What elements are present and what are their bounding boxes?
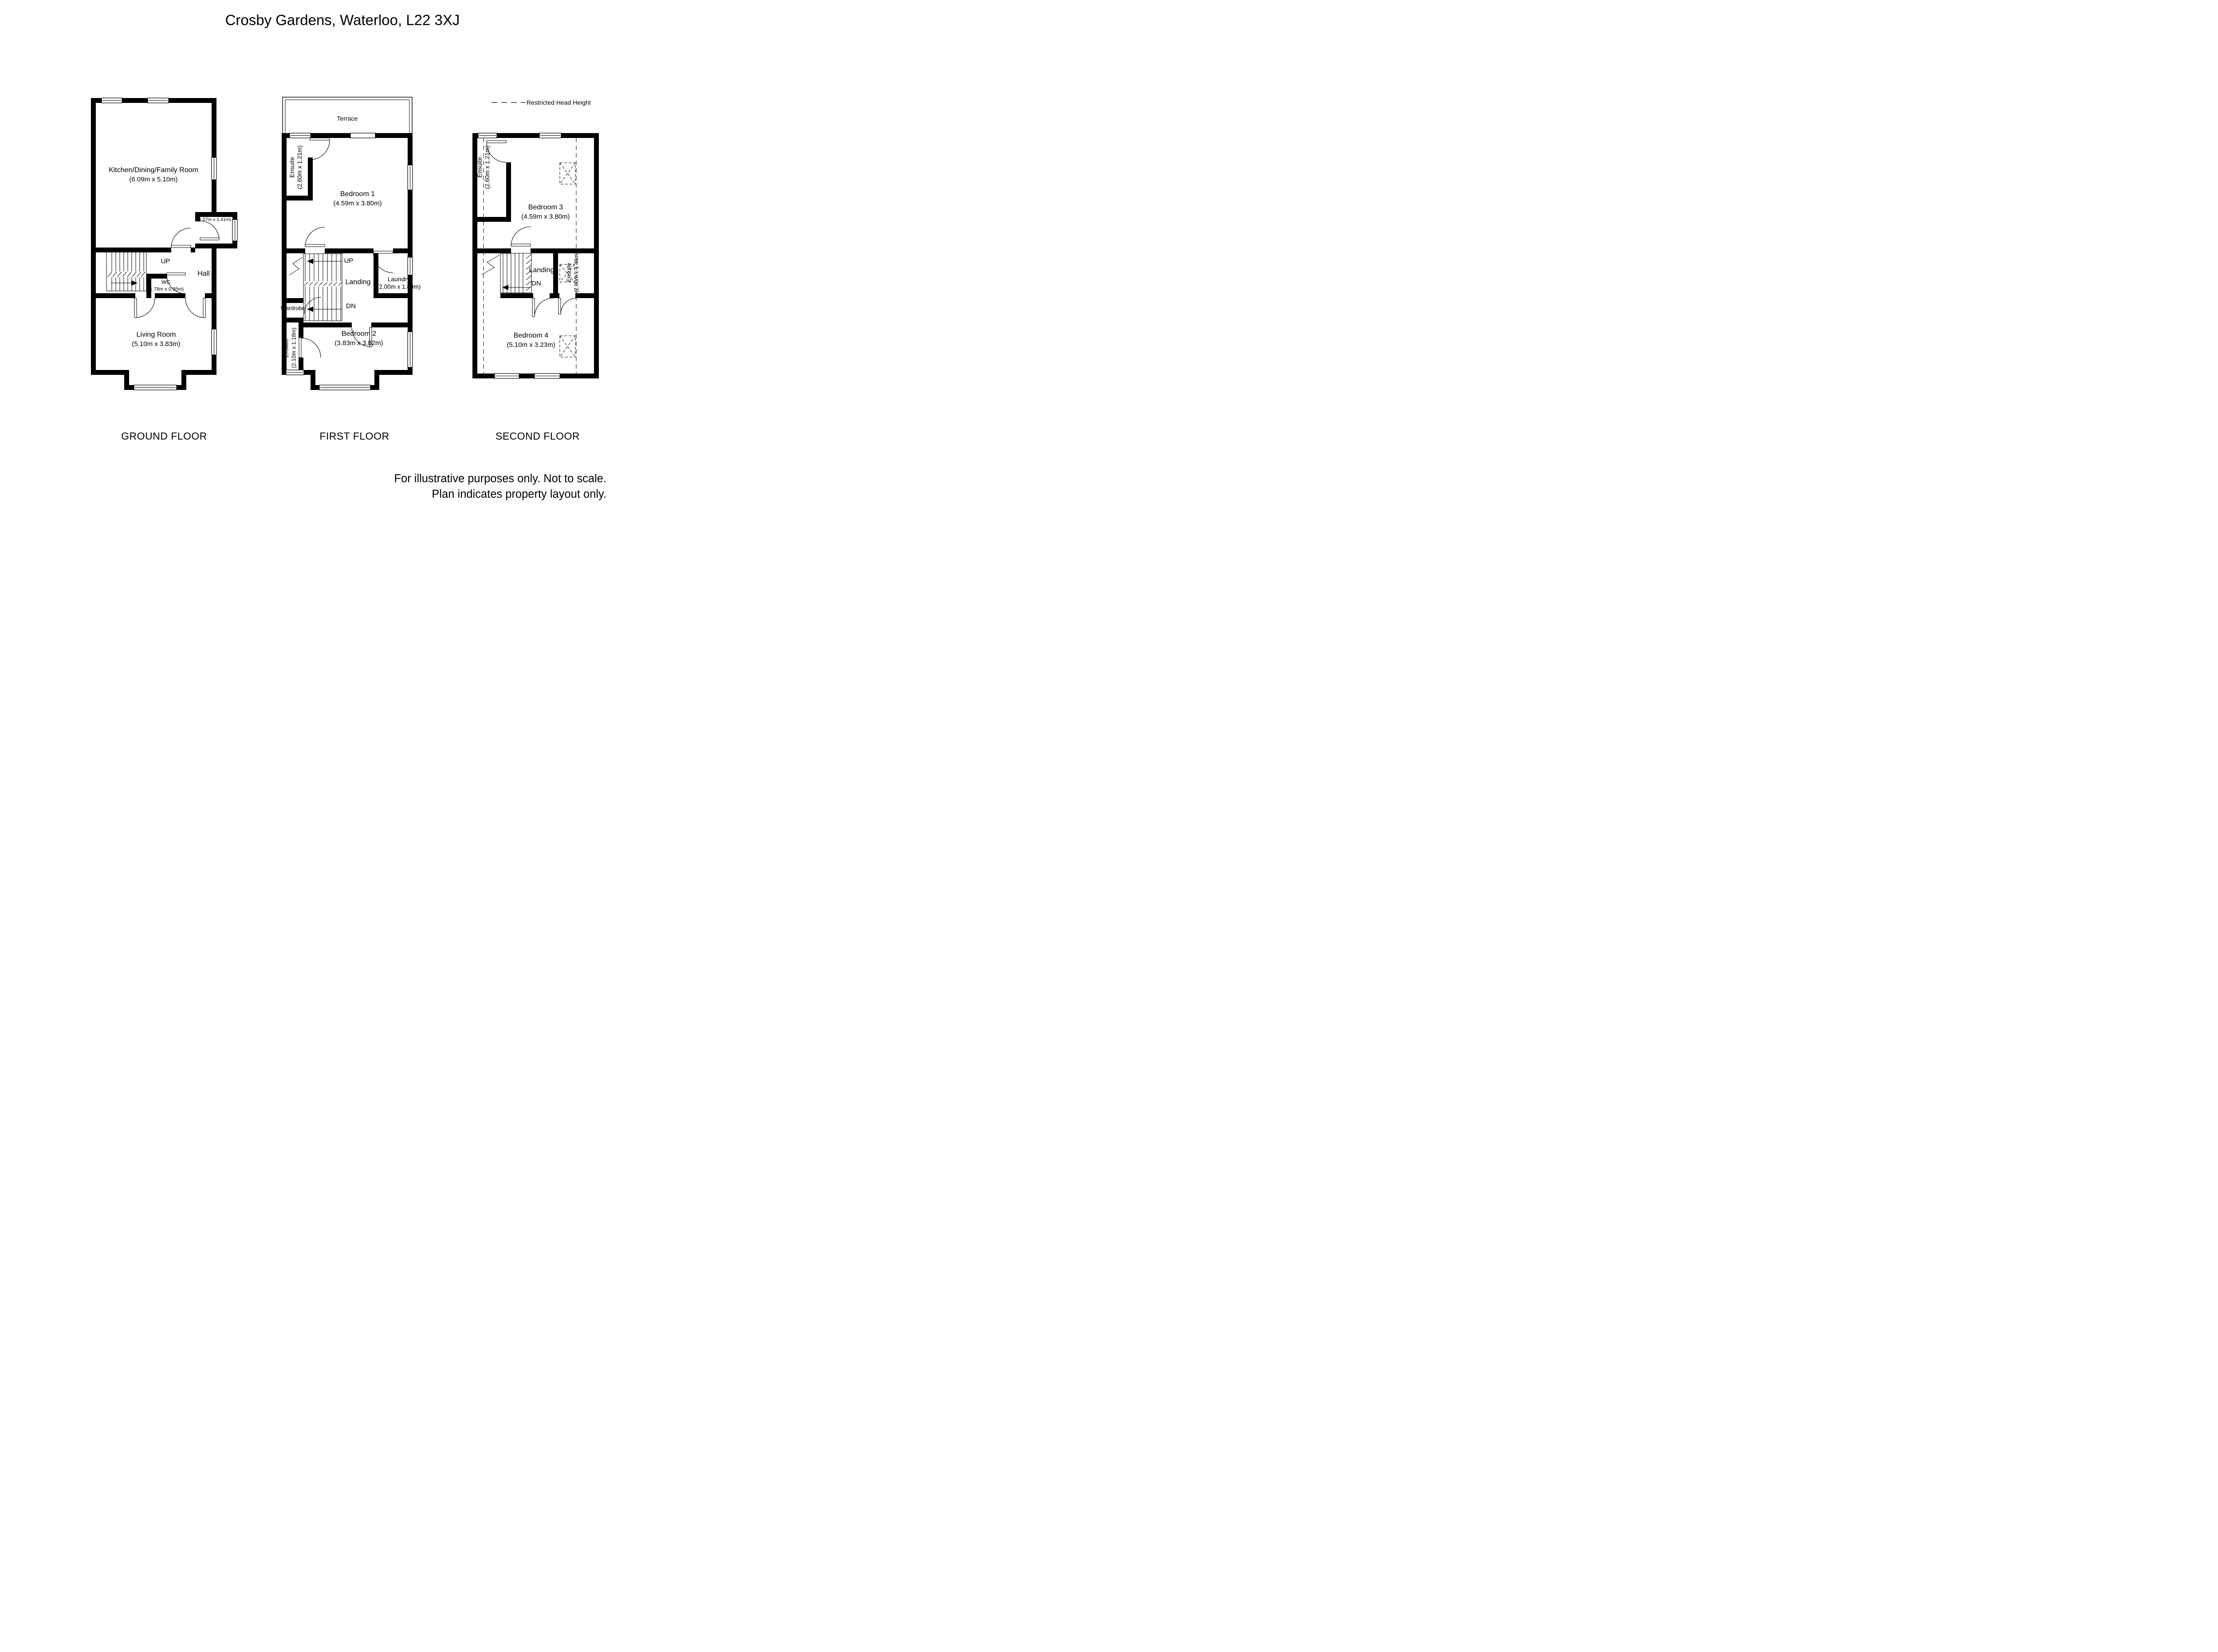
bay-window — [319, 385, 371, 390]
stairs-dn-label-first: DN — [346, 302, 356, 310]
skylight-icon — [559, 162, 576, 185]
room-label-living-room: Living Room (5.10m x 3.83m) — [132, 330, 181, 348]
first-doors — [299, 138, 393, 358]
first-windows — [286, 133, 413, 390]
shower-icon — [559, 264, 575, 283]
window — [232, 219, 238, 241]
room-label-wc: WC (1.78m x 0.95m) — [148, 279, 184, 292]
room-label-hall: Hall — [197, 270, 210, 278]
skylight-symbols — [559, 162, 576, 358]
room-label-utility: Utility (1.57m x 1.41m) — [197, 211, 232, 223]
room-label-ensuite-second-mid: Ensuite (2.00m x 1.46m) — [565, 252, 580, 293]
room-label-landing-first: Landing — [345, 278, 371, 286]
window — [539, 133, 562, 138]
ground-stairs — [106, 252, 147, 291]
disclaimer: For illustrative purposes only. Not to s… — [394, 472, 606, 500]
stairs-up-label-first: UP — [344, 257, 354, 265]
window — [407, 331, 413, 368]
bay-window — [134, 385, 177, 390]
floor-title-ground: GROUND FLOOR — [121, 430, 207, 442]
ground-floor-plan — [91, 98, 238, 390]
room-label-wardrobe: Wardrobe — [280, 305, 305, 311]
room-label-terrace: Terrace — [337, 114, 358, 122]
window — [286, 370, 304, 375]
floorplan-page: Crosby Gardens, Waterloo, L22 3XJ Restri… — [0, 0, 685, 511]
first-stairs — [289, 253, 342, 321]
window — [101, 98, 122, 103]
window — [407, 257, 413, 275]
window — [211, 157, 217, 180]
room-label-bedroom3: Bedroom 3 (4.59m x 3.80m) — [521, 203, 570, 220]
first-floor-plan — [282, 97, 413, 390]
second-floor-plan — [472, 133, 599, 379]
room-label-landing-second: Landing — [529, 266, 554, 274]
room-label-ensuite-second-top: Ensuite (2.60m x 1.21m) — [476, 145, 491, 189]
window — [289, 133, 311, 138]
second-doors — [486, 140, 577, 317]
floor-title-second: SECOND FLOOR — [495, 430, 580, 442]
room-label-ensuite-first-top: Ensuite (2.60m x 1.21m) — [288, 145, 303, 189]
window — [407, 165, 413, 190]
second-stairs — [481, 253, 532, 293]
window — [534, 373, 560, 379]
floor-title-first: FIRST FLOOR — [319, 430, 389, 442]
window — [211, 329, 217, 355]
room-label-kitchen: Kitchen/Dining/Family Room (6.09m x 5.10… — [109, 166, 198, 183]
room-label-laundry: Laundry (2.00m x 1.88m) — [377, 275, 421, 291]
room-label-bedroom1: Bedroom 1 (4.59m x 3.80m) — [333, 190, 382, 207]
room-label-ensuite-first-bottom: Ensuite (2.10m x 1.18m) — [283, 327, 297, 368]
restricted-head-height-lines — [483, 138, 577, 374]
terrace-door-opening — [350, 133, 376, 138]
skylight-icon — [559, 335, 576, 358]
window — [478, 133, 497, 138]
stairs-up-label-ground: UP — [161, 257, 170, 265]
second-windows — [478, 133, 562, 379]
stairs-dn-label-second: DN — [531, 279, 541, 287]
window — [494, 373, 519, 379]
legend-label: Restricted Head Height — [527, 98, 591, 106]
room-label-bedroom2: Bedroom 2 (3.83m x 3.82m) — [334, 330, 383, 347]
room-label-bedroom4: Bedroom 4 (5.10m x 3.23m) — [507, 331, 555, 349]
floorplan-drawing — [91, 97, 599, 390]
ground-windows — [101, 98, 238, 390]
page-title: Crosby Gardens, Waterloo, L22 3XJ — [225, 12, 460, 28]
window — [147, 98, 169, 103]
ground-doors — [134, 220, 220, 318]
